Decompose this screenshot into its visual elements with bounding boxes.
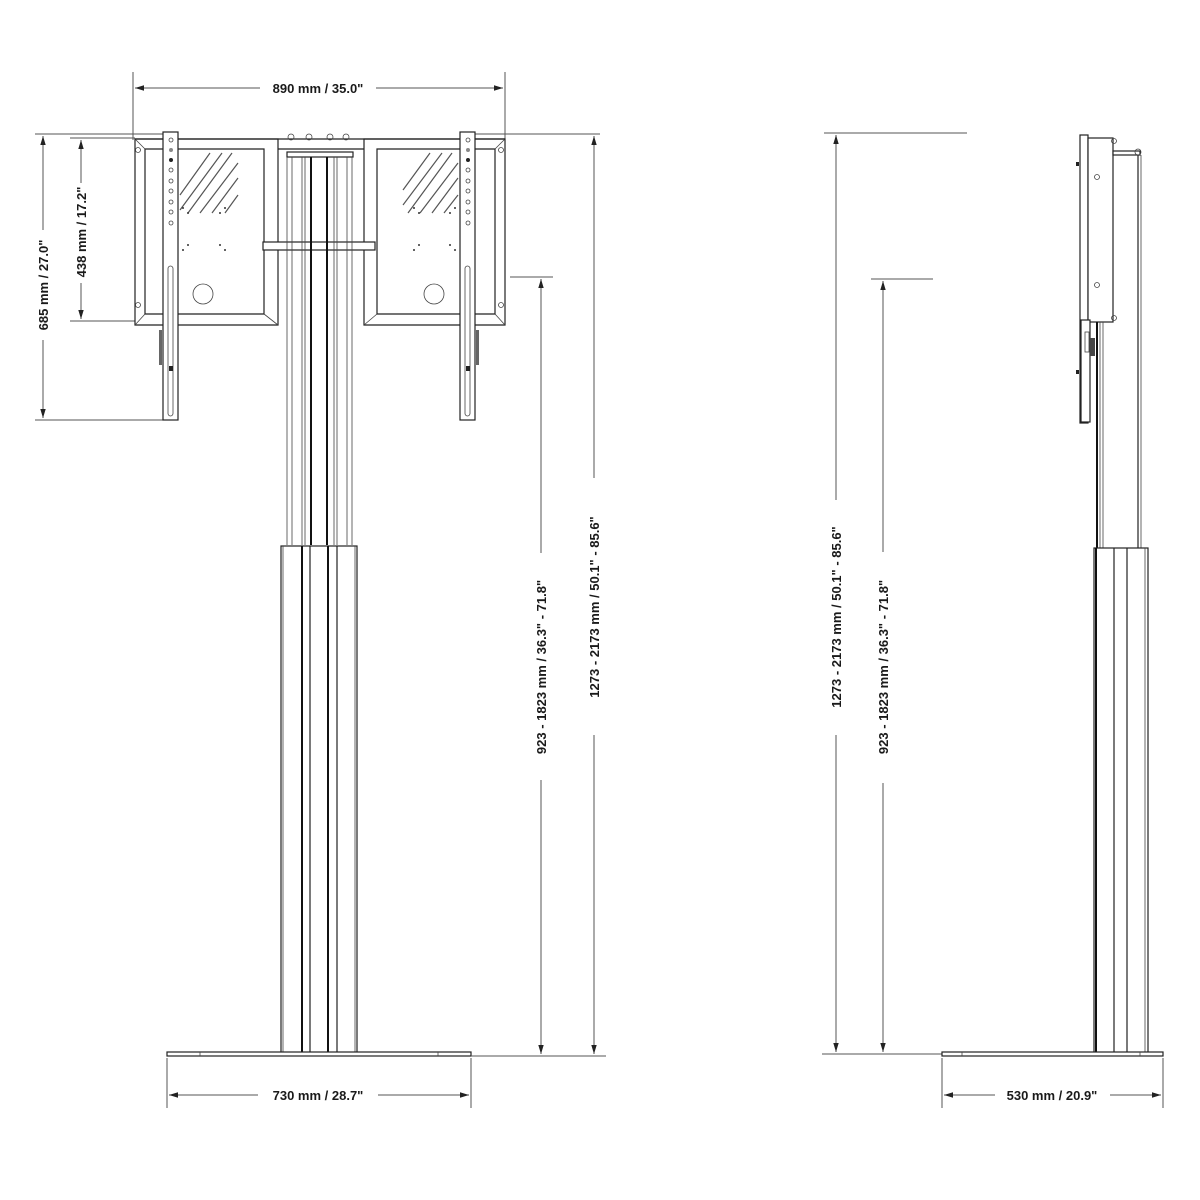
dim-bracket-height: 685 mm / 27.0" <box>35 136 170 421</box>
side-dim-base-depth: 530 mm / 20.9" <box>941 1058 1164 1108</box>
dim-total-height: 1273 - 2173 mm / 50.1" - 85.6" <box>471 136 606 1057</box>
dim-floor-to-bracket: 923 - 1823 mm / 36.3" - 71.8" <box>510 276 553 1054</box>
label-top-width: 890 mm / 35.0" <box>273 81 364 96</box>
front-view: 890 mm / 35.0" 685 mm / 27.0" 438 mm / 1… <box>35 72 606 1108</box>
side-column-lower <box>1093 547 1149 1054</box>
column-lower <box>280 545 358 1054</box>
dim-inner-height: 438 mm / 17.2" <box>70 137 135 322</box>
label-bracket-height: 685 mm / 27.0" <box>36 240 51 331</box>
middle-crossbar <box>262 241 376 251</box>
base-plate-side <box>941 1051 1164 1057</box>
label-total-height: 1273 - 2173 mm / 50.1" - 85.6" <box>587 516 602 697</box>
mount-panel-left <box>134 138 279 326</box>
column-upper <box>286 157 353 545</box>
side-dim-total-height: 1273 - 2173 mm / 50.1" - 85.6" <box>829 135 844 1052</box>
side-column-upper <box>1096 155 1142 548</box>
base-plate-front <box>166 1051 472 1057</box>
label-inner-height: 438 mm / 17.2" <box>74 187 89 278</box>
dim-base-width: 730 mm / 28.7" <box>166 1058 472 1108</box>
side-label-floor-to-bracket: 923 - 1823 mm / 36.3" - 71.8" <box>876 580 891 754</box>
bracket-rail-left <box>159 131 179 421</box>
mount-panel-right <box>363 138 506 326</box>
label-base-width: 730 mm / 28.7" <box>273 1088 364 1103</box>
side-label-base-depth: 530 mm / 20.9" <box>1007 1088 1098 1103</box>
side-label-total-height: 1273 - 2173 mm / 50.1" - 85.6" <box>829 526 844 707</box>
top-crossbar <box>135 133 505 158</box>
bracket-rail-right <box>459 131 479 421</box>
side-mount-bracket <box>1076 134 1142 424</box>
side-dim-floor-to-bracket: 923 - 1823 mm / 36.3" - 71.8" <box>876 281 891 1052</box>
label-floor-to-bracket: 923 - 1823 mm / 36.3" - 71.8" <box>534 580 549 754</box>
side-view: 1273 - 2173 mm / 50.1" - 85.6" 923 - 182… <box>822 132 1164 1108</box>
dim-top-width: 890 mm / 35.0" <box>132 72 506 140</box>
